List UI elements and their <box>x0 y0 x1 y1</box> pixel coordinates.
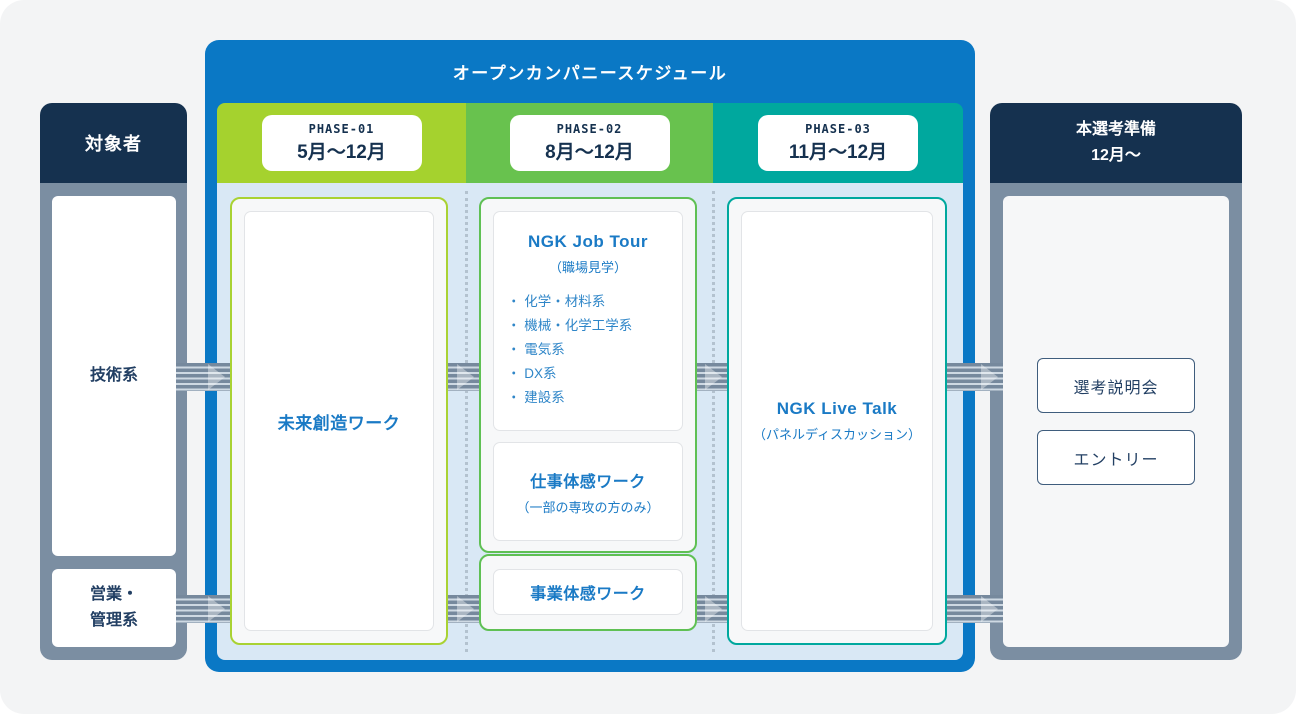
work-experience-subtitle: （一部の専攻の方のみ） <box>516 499 660 515</box>
flow-arrow-eng-3 <box>697 363 727 391</box>
phase1-header: PHASE-01 5月〜12月 <box>217 103 466 183</box>
phase2-period: 8月〜12月 <box>545 142 634 163</box>
schedule-panel: オープンカンパニースケジュール PHASE-01 5月〜12月 PHASE-02… <box>205 40 975 672</box>
phase1-period: 5月〜12月 <box>297 142 386 163</box>
work-experience-box: 仕事体感ワーク （一部の専攻の方のみ） <box>493 442 683 541</box>
chevron-right-icon <box>208 364 225 390</box>
phase1-chip: PHASE-01 5月〜12月 <box>261 115 422 171</box>
flow-arrow-sales-1 <box>176 595 230 623</box>
phase1-id: PHASE-01 <box>308 122 375 136</box>
schedule-title: オープンカンパニースケジュール <box>452 64 728 83</box>
preparation-header: 本選考準備 12月〜 <box>990 103 1242 183</box>
phase3-header: PHASE-03 11月〜12月 <box>713 103 963 183</box>
chevron-right-icon <box>981 596 998 622</box>
chevron-right-icon <box>705 364 722 390</box>
audience-title: 対象者 <box>85 134 142 154</box>
ngk-live-talk-box: NGK Live Talk （パネルディスカッション） <box>741 211 933 631</box>
job-tour-field-dx: ・ DX系 <box>507 366 557 381</box>
preparation-inner-box <box>1003 196 1229 647</box>
future-creation-work-box: 未来創造ワーク <box>244 211 434 631</box>
work-experience-title: 仕事体感ワーク <box>530 473 646 491</box>
business-experience-title: 事業体感ワーク <box>530 586 646 603</box>
phase2-id: PHASE-02 <box>556 122 623 136</box>
job-tour-field-mechanical: ・ 機械・化学工学系 <box>507 318 633 333</box>
entry-button[interactable]: エントリー <box>1037 430 1195 485</box>
flow-arrow-sales-2 <box>448 595 479 623</box>
chevron-right-icon <box>457 596 474 622</box>
phase2-chip: PHASE-02 8月〜12月 <box>509 115 670 171</box>
ngk-job-tour-box: NGK Job Tour （職場見学） ・ 化学・材料系 ・ 機械・化学工学系 … <box>493 211 683 431</box>
ngk-job-tour-title: NGK Job Tour <box>528 232 648 251</box>
ngk-job-tour-subtitle: （職場見学） <box>548 260 627 275</box>
job-tour-field-construction: ・ 建設系 <box>507 390 565 405</box>
flow-arrow-eng-1 <box>176 363 230 391</box>
audience-item-engineering: 技術系 <box>52 196 176 556</box>
phase3-chip: PHASE-03 11月〜12月 <box>758 115 918 171</box>
ngk-live-talk-title: NGK Live Talk <box>776 399 898 418</box>
chevron-right-icon <box>457 364 474 390</box>
schedule-body: 未来創造ワーク NGK Job Tour （職場見学） ・ 化学・材料系 ・ 機… <box>217 183 963 660</box>
phase-divider-1 <box>465 191 468 652</box>
audience-item-sales-admin: 営業・ 管理系 <box>52 569 176 647</box>
phase2-business-card: 事業体感ワーク <box>479 554 697 631</box>
flow-arrow-eng-4 <box>947 363 1003 391</box>
phase2-header: PHASE-02 8月〜12月 <box>466 103 713 183</box>
ngk-live-talk-subtitle: （パネルディスカッション） <box>752 427 922 442</box>
flow-arrow-sales-4 <box>947 595 1003 623</box>
business-experience-box: 事業体感ワーク <box>493 569 683 615</box>
job-tour-field-electrical: ・ 電気系 <box>507 342 565 357</box>
job-tour-field-list: ・ 化学・材料系 ・ 機械・化学工学系 ・ 電気系 ・ DX系 ・ 建設系 <box>494 290 682 410</box>
selection-briefing-button[interactable]: 選考説明会 <box>1037 358 1195 413</box>
chevron-right-icon <box>981 364 998 390</box>
phase3-id: PHASE-03 <box>805 122 871 136</box>
flow-arrow-eng-2 <box>448 363 479 391</box>
phase2-card: NGK Job Tour （職場見学） ・ 化学・材料系 ・ 機械・化学工学系 … <box>479 197 697 553</box>
job-tour-field-chemistry: ・ 化学・材料系 <box>507 294 606 309</box>
flow-arrow-sales-3 <box>697 595 727 623</box>
chevron-right-icon <box>208 596 225 622</box>
phase3-period: 11月〜12月 <box>788 142 888 163</box>
phase3-card: NGK Live Talk （パネルディスカッション） <box>727 197 947 645</box>
phase-divider-2 <box>712 191 715 652</box>
chevron-right-icon <box>705 596 722 622</box>
phase-header-band: PHASE-01 5月〜12月 PHASE-02 8月〜12月 PHASE-03… <box>217 103 963 183</box>
phase1-card: 未来創造ワーク <box>230 197 448 645</box>
audience-header: 対象者 <box>40 103 187 183</box>
future-creation-work-title: 未来創造ワーク <box>277 413 401 433</box>
